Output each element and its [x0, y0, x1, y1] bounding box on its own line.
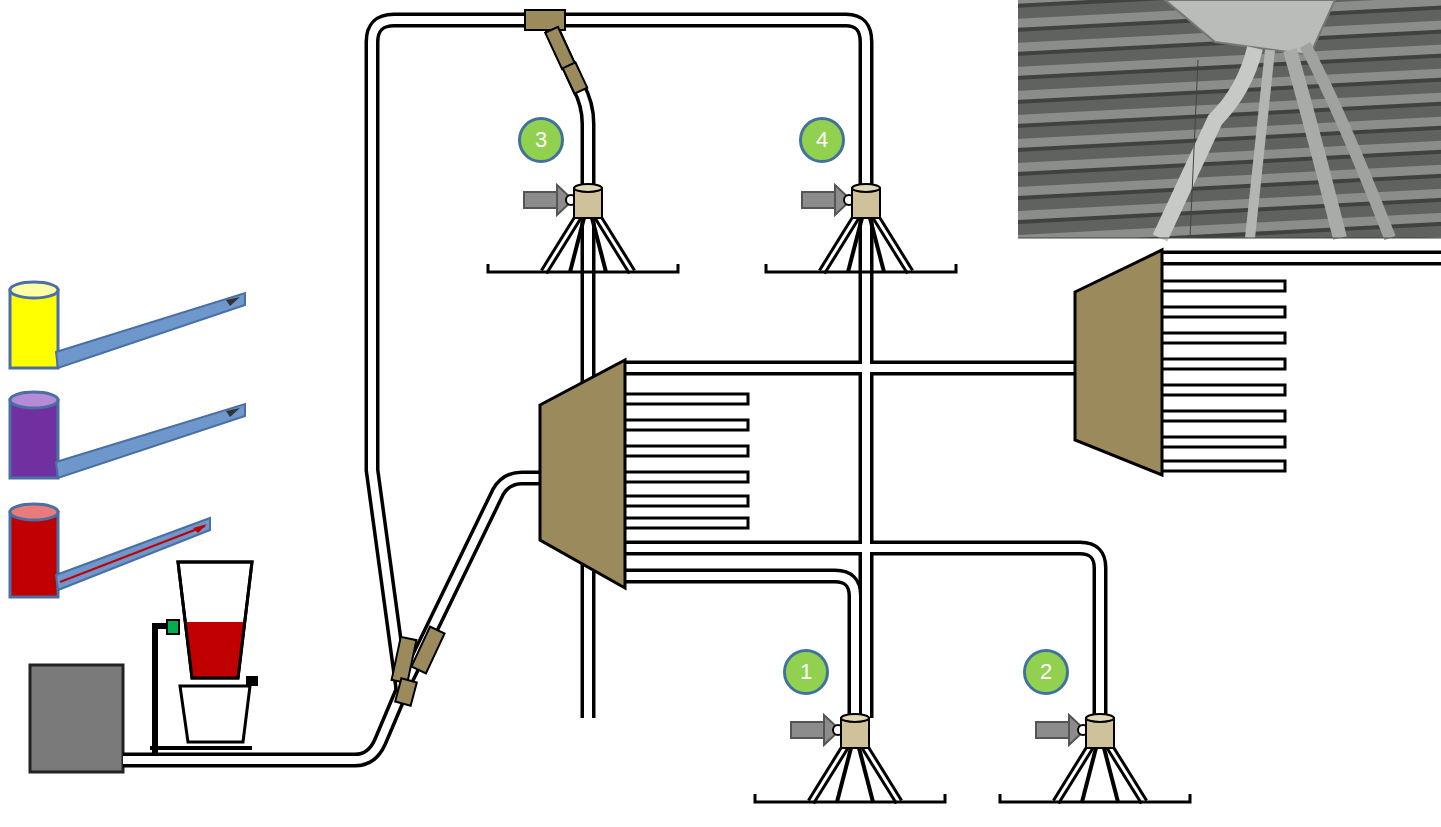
diverter [392, 10, 588, 706]
callout-circle: 1 [783, 649, 829, 695]
distributor [1075, 250, 1162, 475]
feeding-station [766, 184, 956, 272]
silo-purple [10, 392, 245, 478]
callout-circle: 3 [518, 117, 564, 163]
callout-number: 2 [1040, 661, 1052, 683]
feed-pipes [123, 20, 1441, 760]
feeding-station [488, 184, 678, 272]
callout-number: 4 [816, 129, 828, 151]
control-box [30, 665, 123, 772]
pipe-stubs [622, 281, 1285, 528]
feeding-station [755, 714, 945, 802]
callout-circle: 2 [1023, 649, 1069, 695]
feeding-station [1000, 714, 1190, 802]
callout-number: 3 [535, 129, 547, 151]
distributor [540, 360, 625, 588]
photo-inset [1018, 0, 1441, 238]
silo-yellow [10, 282, 245, 368]
callout-circle: 4 [799, 117, 845, 163]
mixer [150, 562, 258, 758]
callout-number: 1 [800, 661, 812, 683]
